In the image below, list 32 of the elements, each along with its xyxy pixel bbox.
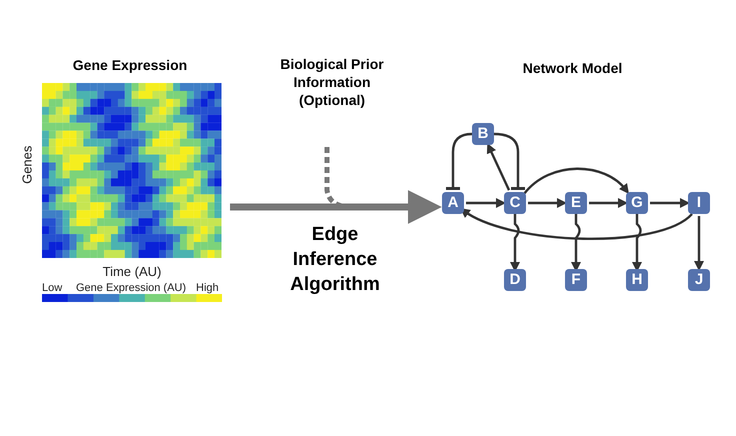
axis-label: Genes xyxy=(18,146,36,184)
arrow xyxy=(589,198,628,208)
panel-heading: Biological Prior Information (Optional) xyxy=(279,55,385,109)
arrow xyxy=(694,216,704,271)
gene-node: B xyxy=(472,123,494,145)
inhibition-edge xyxy=(494,132,525,190)
arrow xyxy=(650,198,690,208)
gene-node: G xyxy=(626,192,648,214)
axis-label: Time (AU) xyxy=(102,263,162,281)
arrow xyxy=(632,214,642,272)
arrow xyxy=(528,198,567,208)
scale-label: Low xyxy=(42,281,62,296)
gene-node: F xyxy=(565,269,587,291)
arrow xyxy=(486,143,510,191)
gene-node: A xyxy=(442,192,464,214)
colorbar-title: Gene Expression (AU) xyxy=(76,281,186,296)
gene-node: I xyxy=(688,192,710,214)
arrow xyxy=(571,214,581,272)
panel-heading: Network Model xyxy=(522,59,624,78)
gene-node: H xyxy=(626,269,648,291)
arrow xyxy=(523,168,630,195)
gene-node: D xyxy=(504,269,526,291)
scale-label: High xyxy=(196,281,219,296)
arrow xyxy=(466,198,506,208)
block-arrow xyxy=(230,190,442,224)
panel-heading: Gene Expression xyxy=(72,56,188,75)
arrow xyxy=(510,214,520,272)
gene-node: C xyxy=(504,192,526,214)
gene-node: E xyxy=(565,192,587,214)
gene-node: J xyxy=(688,269,710,291)
edge-label: Edge Inference Algorithm xyxy=(289,223,381,297)
inhibition-edge xyxy=(446,132,472,190)
